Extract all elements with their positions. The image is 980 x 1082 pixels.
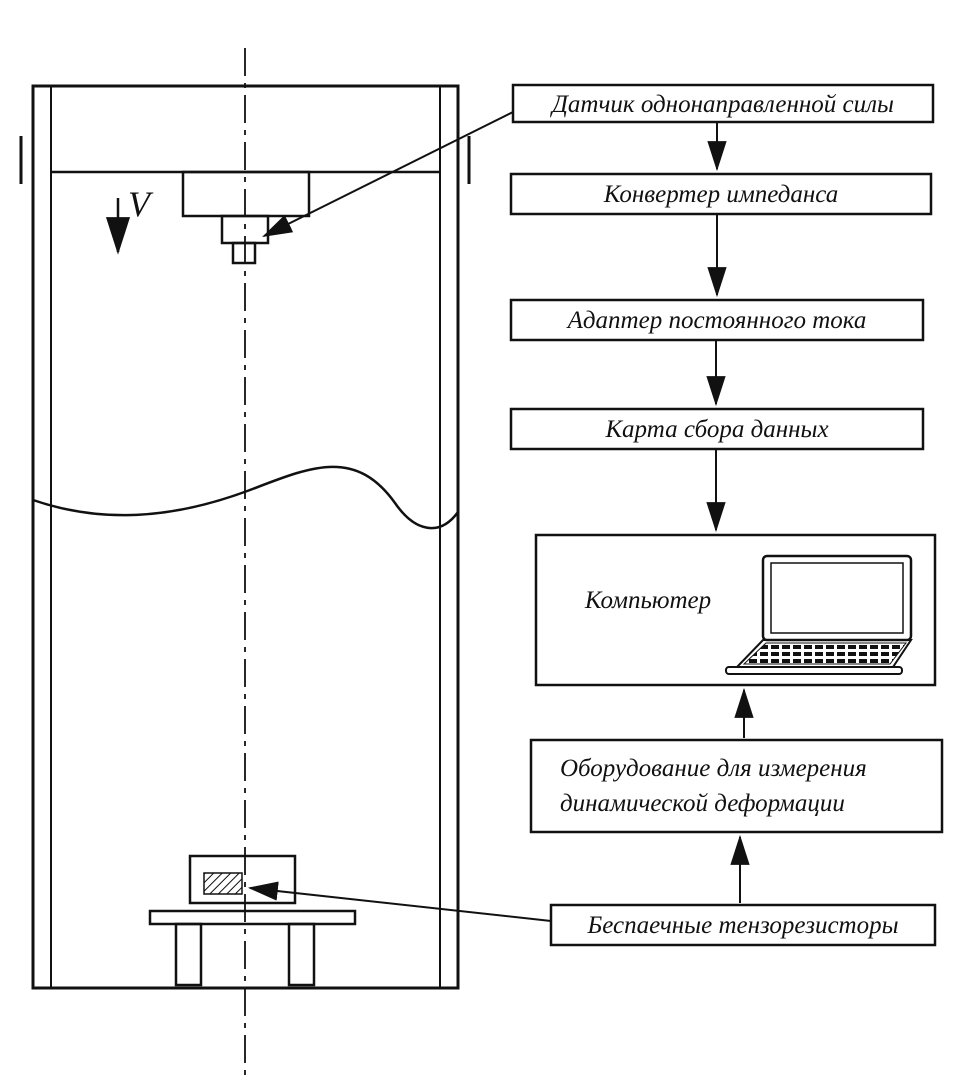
box-dc-adapter-label: Адаптер постоянного тока (566, 307, 867, 334)
box-strain-equipment-line1: Оборудование для измерения (560, 755, 867, 782)
indenter (231, 241, 257, 265)
anvil-table (148, 909, 357, 987)
crosshead (181, 170, 311, 265)
velocity-arrow: V (105, 184, 154, 255)
test-machine: V (19, 48, 471, 1078)
box-impedance-converter-label: Конвертер импеданса (603, 181, 839, 208)
leader-force-sensor (262, 111, 514, 237)
box-dc-adapter: Адаптер постоянного тока (509, 298, 925, 342)
box-strain-equipment: Оборудование для измерения динамической … (529, 738, 944, 834)
box-strain-equipment-line2: динамической деформации (560, 790, 845, 817)
box-daq-card: Карта сбора данных (509, 407, 925, 451)
box-computer-label: Компьютер (584, 587, 711, 614)
laptop-icon (725, 554, 913, 675)
box-daq-card-label: Карта сбора данных (604, 416, 828, 443)
break-line (32, 465, 460, 530)
machine-frame-outer (31, 84, 460, 990)
box-force-sensor-label: Датчик однонаправленной силы (550, 91, 894, 118)
specimen (188, 854, 297, 905)
box-impedance-converter: Конвертер импеданса (509, 172, 933, 216)
box-force-sensor: Датчик однонаправленной силы (511, 83, 935, 124)
box-computer: Компьютер (534, 533, 937, 687)
velocity-label: V (128, 184, 154, 224)
box-strain-gauges: Беспаечные тензорезисторы (549, 903, 937, 947)
flowchart: Датчик однонаправленной силы Конвертер и… (509, 83, 944, 947)
box-strain-gauges-label: Беспаечные тензорезисторы (586, 912, 898, 939)
strain-gauge-hatched (203, 872, 243, 895)
leader-strain-gauges (247, 881, 552, 922)
